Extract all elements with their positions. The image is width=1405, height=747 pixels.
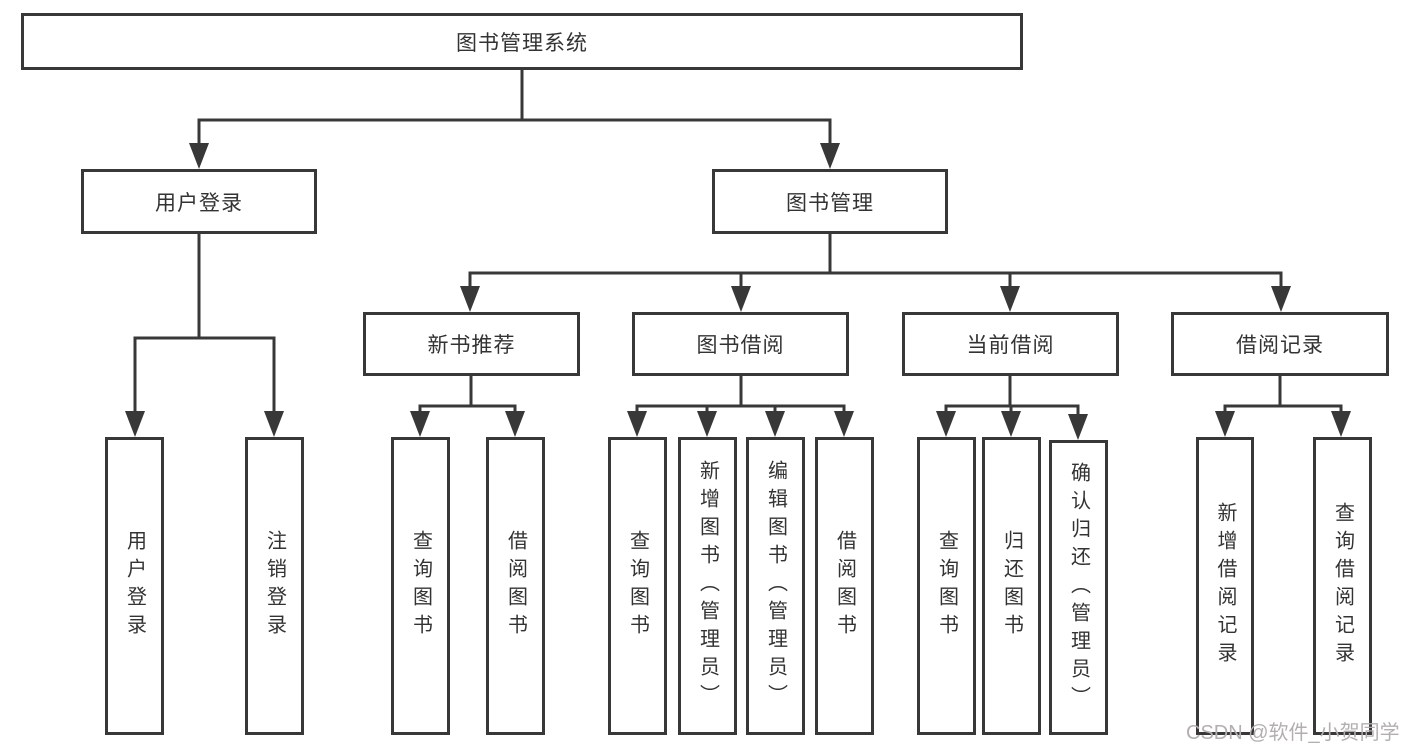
leaf-logout: 注销登录 [245,437,304,735]
leaf-borrow-books-2-label: 借阅图书 [833,530,856,642]
leaf-add-books-admin-label: 新增图书（管理员） [696,460,719,712]
leaf-add-borrow-record: 新增借阅记录 [1196,437,1254,735]
node-root-label: 图书管理系统 [456,31,588,55]
leaf-query-books-2-label: 查询图书 [626,530,649,642]
leaf-query-borrow-record-label: 查询借阅记录 [1331,502,1354,670]
node-root: 图书管理系统 [21,13,1023,70]
leaf-confirm-return-admin: 确认归还（管理员） [1049,440,1108,735]
leaf-query-books-2: 查询图书 [608,437,667,735]
connector-userlogin-to-leaves [133,233,276,414]
leaf-edit-books-admin: 编辑图书（管理员） [746,437,805,735]
connector-records-to-leaves [1223,375,1343,414]
leaf-user-login-label: 用户登录 [123,530,146,642]
leaf-query-books-1: 查询图书 [391,437,450,735]
node-book-management-label: 图书管理 [786,191,874,215]
leaf-borrow-books-1: 借阅图书 [486,437,545,735]
node-book-borrow: 图书借阅 [632,312,849,376]
node-new-book-recommend-label: 新书推荐 [427,334,516,357]
leaf-add-borrow-record-label: 新增借阅记录 [1214,502,1236,670]
leaf-query-borrow-record: 查询借阅记录 [1313,437,1372,735]
leaf-edit-books-admin-label: 编辑图书（管理员） [764,460,787,712]
arrowheads [125,143,1351,440]
connector-bookmgmt-to-level3 [468,233,1283,289]
leaf-add-books-admin: 新增图书（管理员） [678,437,737,735]
node-borrow-records: 借阅记录 [1171,312,1389,376]
leaf-user-login: 用户登录 [105,437,164,735]
connector-root-to-level2 [197,69,832,146]
node-current-borrow: 当前借阅 [902,312,1119,376]
node-book-borrow-label: 图书借阅 [696,334,785,357]
leaf-return-books-label: 归还图书 [1000,530,1023,642]
csdn-watermark: CSDN @软件_小贺同学 [1186,722,1400,744]
node-current-borrow-label: 当前借阅 [966,334,1055,357]
leaf-return-books: 归还图书 [982,437,1041,735]
connector-bookborrow-to-leaves [635,375,846,414]
leaf-query-books-3: 查询图书 [917,437,976,735]
node-book-management: 图书管理 [712,169,948,234]
connector-newbook-to-leaves [418,375,517,414]
leaf-borrow-books-2: 借阅图书 [815,437,874,735]
node-user-login: 用户登录 [81,169,317,234]
leaf-confirm-return-admin-label: 确认归还（管理员） [1067,461,1090,714]
leaf-query-books-3-label: 查询图书 [935,530,958,642]
leaf-query-books-1-label: 查询图书 [409,530,432,642]
leaf-borrow-books-1-label: 借阅图书 [504,530,527,642]
connector-currentborrow-to-leaves [944,375,1080,417]
node-user-login-label: 用户登录 [155,191,243,215]
node-new-book-recommend: 新书推荐 [363,312,580,376]
node-borrow-records-label: 借阅记录 [1236,334,1324,357]
leaf-logout-label: 注销登录 [263,530,286,642]
